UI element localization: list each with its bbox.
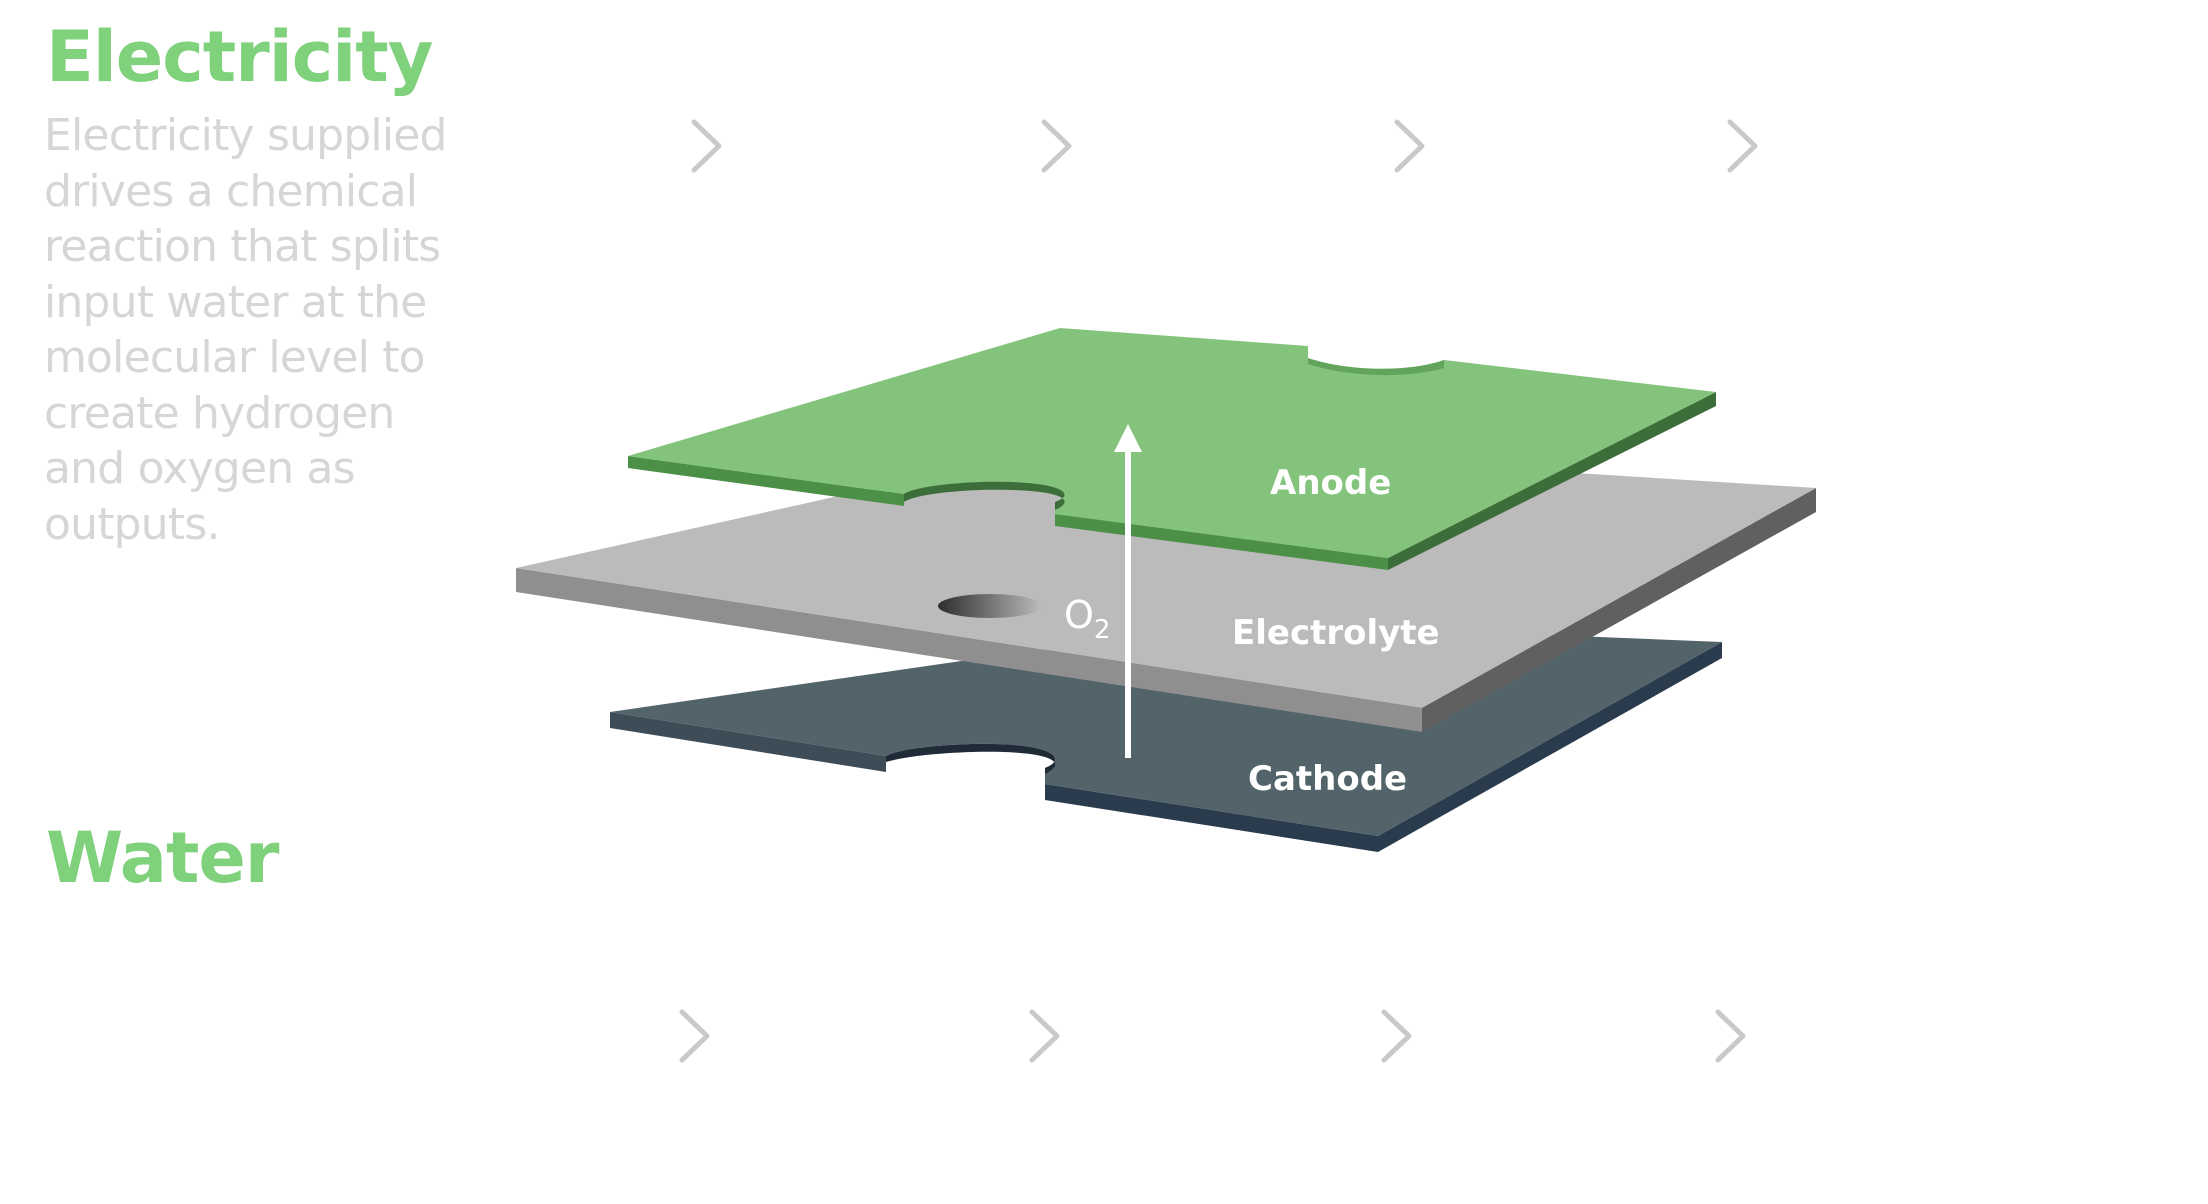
electricity-description: Electricity supplied drives a chemical r… xyxy=(44,110,447,550)
water-heading: Water xyxy=(46,817,279,899)
chevron-right-icon xyxy=(1029,1009,1060,1063)
anode-plate xyxy=(628,328,1716,570)
chevron-right-icon xyxy=(1394,119,1425,173)
chevron-right-icon xyxy=(679,1009,710,1063)
electrolyte-label: Electrolyte xyxy=(1232,613,1440,653)
electricity-heading: Electricity xyxy=(46,16,433,98)
chevron-right-icon xyxy=(1041,119,1072,173)
oxygen-label: O2 xyxy=(1064,593,1110,645)
oxygen-symbol: O xyxy=(1064,593,1094,637)
cathode-label: Cathode xyxy=(1248,759,1407,799)
top-chevron-row xyxy=(691,119,1758,173)
arrow-up-icon xyxy=(1114,424,1142,758)
bottom-chevron-row xyxy=(679,1009,1746,1063)
chevron-right-icon xyxy=(1715,1009,1746,1063)
chevron-right-icon xyxy=(691,119,722,173)
chevron-right-icon xyxy=(1727,119,1758,173)
oxygen-subscript: 2 xyxy=(1094,615,1111,645)
anode-label: Anode xyxy=(1270,463,1391,503)
chevron-right-icon xyxy=(1381,1009,1412,1063)
electrolyte-hole xyxy=(938,594,1042,618)
